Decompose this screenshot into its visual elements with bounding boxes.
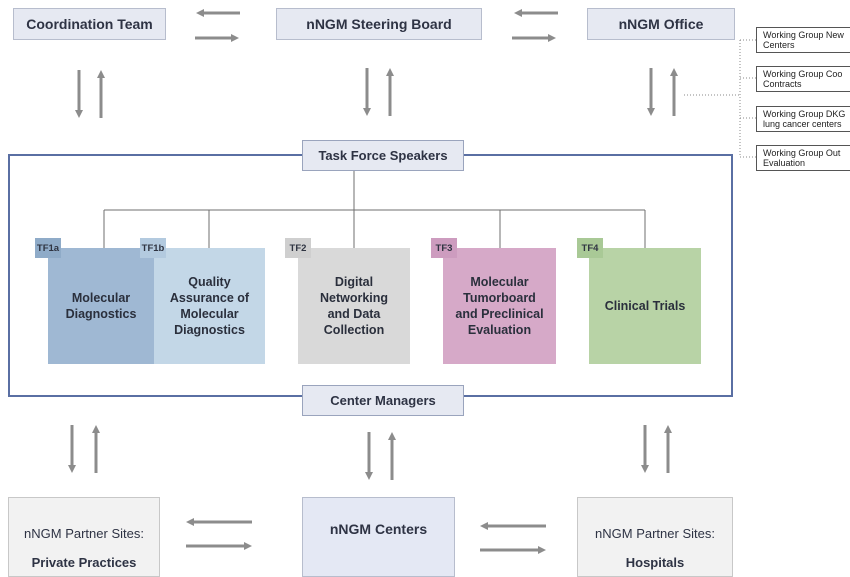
office-box: nNGM Office [587,8,735,40]
tf1a-tag: TF1a [35,238,61,258]
coordination-team-box: Coordination Team [13,8,166,40]
tf4-tag: TF4 [577,238,603,258]
tf1a-box: Molecular Diagnostics [48,248,154,364]
office-label: nNGM Office [618,16,704,32]
working-group-evaluation: Working Group Out Evaluation [756,145,850,171]
partner-hospitals-box: nNGM Partner Sites: Hospitals [577,497,733,577]
center-managers-label: Center Managers [330,393,436,408]
task-force-speakers-box: Task Force Speakers [302,140,464,171]
partner-hospitals-line1: nNGM Partner Sites: [595,526,715,541]
tf2-label: Digital Networking and Data Collection [319,275,389,337]
nngm-centers-label: nNGM Centers [329,521,428,537]
task-force-speakers-label: Task Force Speakers [318,148,448,163]
tf1b-label: Quality Assurance of Molecular Diagnosti… [169,275,250,337]
working-group-new-centers: Working Group New Centers [756,27,850,53]
tf4-label: Clinical Trials [604,299,686,313]
tf2-box: Digital Networking and Data Collection [298,248,410,364]
tf1b-tag: TF1b [140,238,166,258]
tf2-tag: TF2 [285,238,311,258]
tf3-box: Molecular Tumorboard and Preclinical Eva… [443,248,556,364]
tf3-label: Molecular Tumorboard and Preclinical Eva… [455,275,544,337]
tf1b-box: Quality Assurance of Molecular Diagnosti… [154,248,265,364]
center-managers-box: Center Managers [302,385,464,416]
coordination-team-label: Coordination Team [26,16,153,32]
partner-private-line2: Private Practices [31,555,137,570]
partner-hospitals-line2: Hospitals [625,555,685,570]
tf3-tag: TF3 [431,238,457,258]
steering-board-box: nNGM Steering Board [276,8,482,40]
tf1a-label: Molecular Diagnostics [65,291,137,321]
partner-private-line1: nNGM Partner Sites: [24,526,144,541]
working-group-dkg: Working Group DKG lung cancer centers [756,106,850,132]
task-force-tree [103,170,646,248]
nngm-centers-box: nNGM Centers [302,497,455,577]
steering-board-label: nNGM Steering Board [306,16,452,32]
partner-private-box: nNGM Partner Sites: Private Practices [8,497,160,577]
working-group-contracts: Working Group Coo Contracts [756,66,850,92]
working-group-connectors [684,39,756,158]
tf4-box: Clinical Trials [589,248,701,364]
